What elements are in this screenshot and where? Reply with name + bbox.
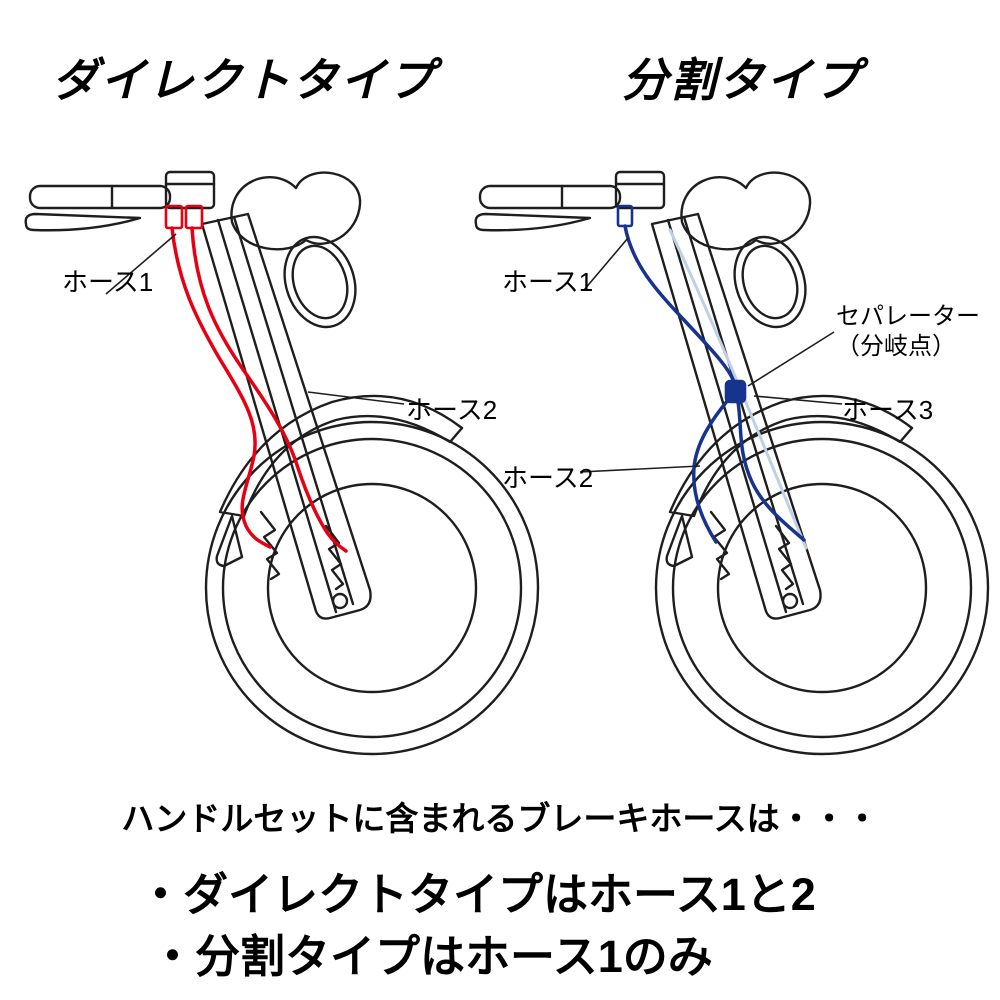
front-wheel-rim [266,482,478,694]
hose-3-path [736,400,806,542]
front-fork [200,212,372,620]
fender-bracket [665,514,694,568]
direct-hose1-label: ホース1 [62,267,154,297]
split-bike-outline [474,170,990,756]
hose-2-path [190,226,348,553]
front-fender [668,394,914,518]
master-cylinder [614,170,666,210]
handlebar [28,184,172,210]
split-type-title: 分割タイプ [622,54,862,106]
right-caliper [324,524,345,591]
hose1-leader-line [583,237,629,291]
master-cylinder [164,170,216,210]
split-hose3-label: ホース3 [842,395,934,425]
split-brake-hoses [616,204,806,544]
headstock [230,171,362,251]
left-caliper [709,510,731,581]
gauge-outer [733,235,807,329]
fork-tube-line-1 [216,218,338,614]
headstock [680,171,812,251]
split-type-bike-svg [474,170,990,756]
split-hose1-label: ホース1 [502,267,594,297]
gauge-inner [291,244,349,320]
front-wheel-tire [204,420,540,756]
front-wheel-tire-inner [221,437,523,739]
footer-bullet-direct: ・ダイレクトタイプはホース1と2 [138,869,816,920]
direct-hose2-label: ホース2 [406,395,498,425]
direct-brake-hoses [164,204,348,553]
fender-bracket [215,514,244,568]
footer-intro-text: ハンドルセットに含まれるブレーキホースは・・・ [121,800,879,837]
direct-type-bike-svg [24,170,540,756]
fork-tube-line-2 [682,215,805,606]
separator-label: セパレーター （分岐点） [836,302,980,362]
separator-leader-line [747,331,835,387]
handlebar [478,184,622,210]
brake-lever [24,212,142,232]
banjo-fitting-2 [184,204,204,230]
banjo-fitting-1 [164,204,184,230]
separator-label-line1: セパレーター [836,303,980,330]
front-wheel-tire [654,420,990,756]
separator-label-line2: （分岐点） [836,333,956,360]
hose-1-path [623,224,736,384]
split-leader-lines [579,237,843,473]
direct-bike-outline [24,170,540,756]
footer-bullet-split: ・分割タイプはホース1のみ [150,931,713,982]
axle-bolt [331,592,349,610]
direct-leader-lines [105,233,405,405]
hose-1-path [170,226,272,549]
hose3-leader-line [753,395,843,405]
hose-2-path [692,398,730,544]
front-fork [650,212,822,620]
fork-tube-line-1 [666,218,788,614]
front-wheel-tire-inner [671,437,973,739]
gauge-inner [741,244,799,320]
separator-block [724,379,747,404]
front-wheel-rim [716,482,928,694]
right-caliper [774,524,795,591]
brake-lever [474,212,592,232]
hose2-leader-line [579,465,701,473]
direct-type-title: ダイレクトタイプ [52,54,436,106]
split-hose2-label: ホース2 [502,463,594,493]
front-fender [218,394,464,518]
hose1-leader-line [105,233,177,295]
gauge-outer [283,235,357,329]
left-caliper [259,510,281,581]
axle-bolt [781,592,799,610]
hose2-leader-line [307,391,405,405]
